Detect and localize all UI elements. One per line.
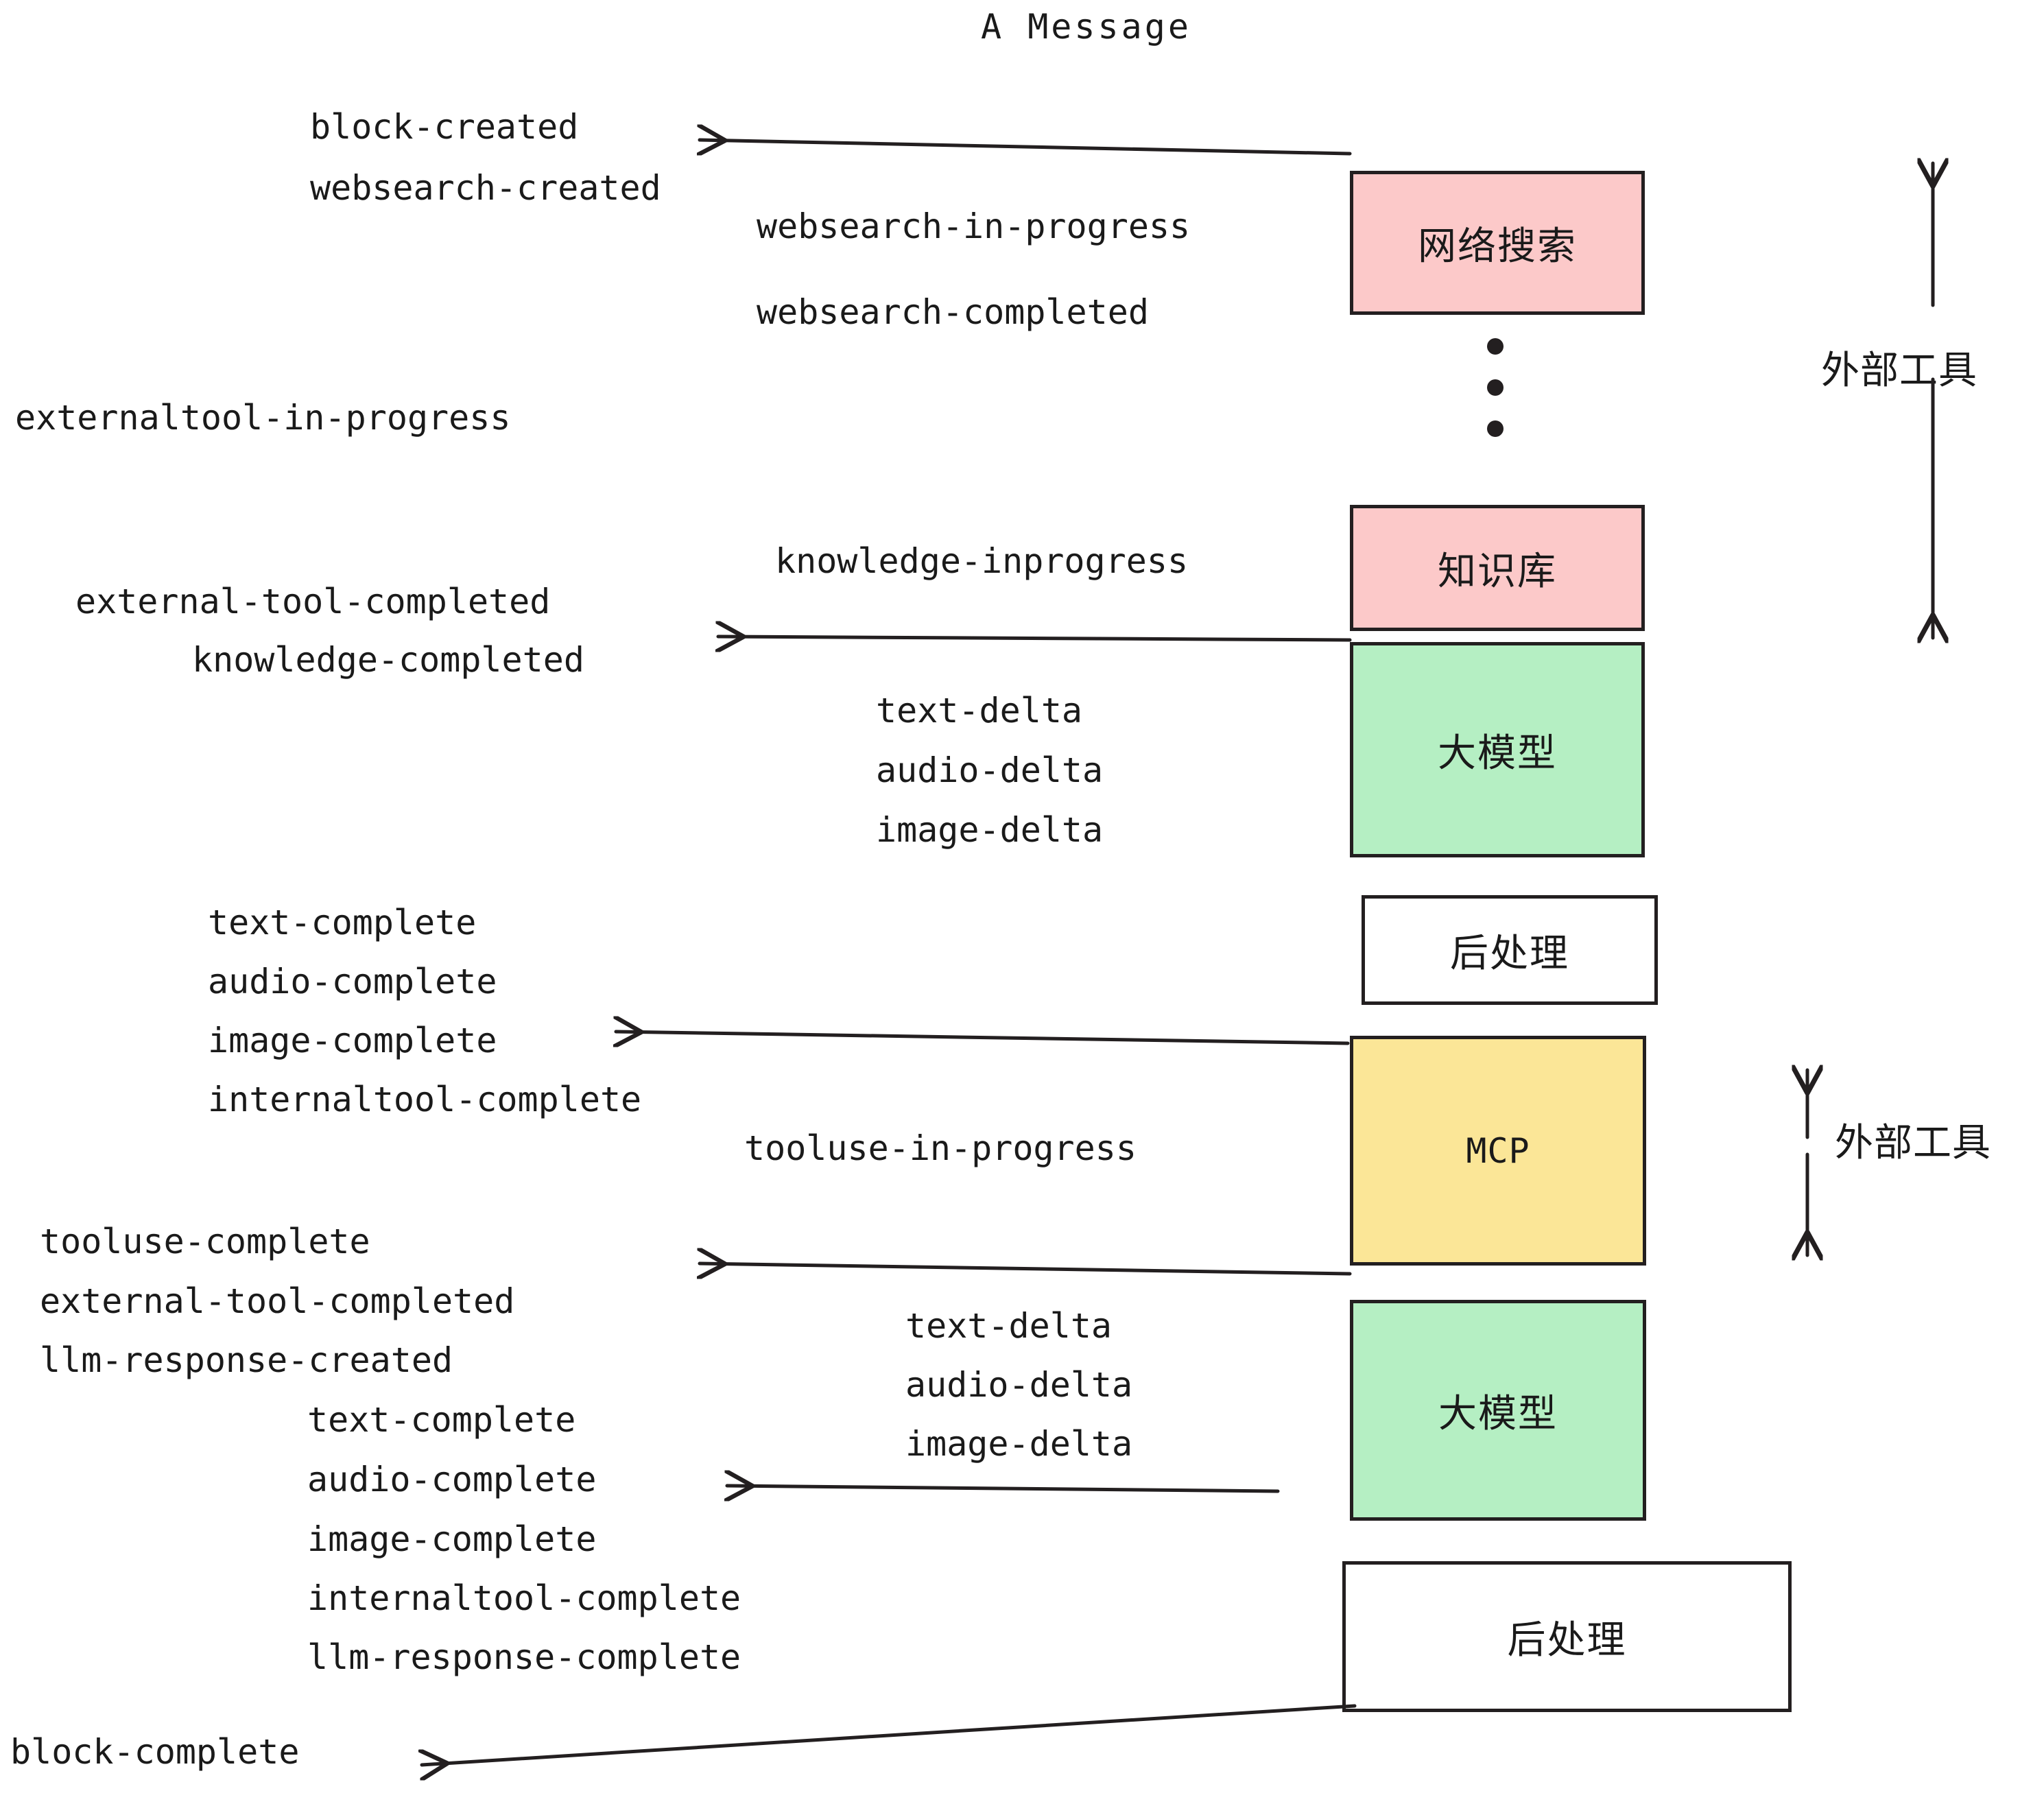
event-label: knowledge-completed (192, 640, 584, 680)
event-label: llm-response-complete (307, 1637, 741, 1677)
event-label: image-delta (905, 1424, 1133, 1464)
node-llm-top[interactable]: 大模型 (1350, 642, 1645, 857)
event-label: llm-response-created (40, 1340, 453, 1380)
event-label: websearch-in-progress (757, 206, 1191, 246)
event-label: audio-delta (905, 1365, 1133, 1405)
event-label: audio-complete (307, 1460, 597, 1499)
event-label: audio-complete (208, 962, 497, 1001)
ellipsis-dot (1487, 338, 1504, 355)
arrow-mcp-to-events (700, 1263, 1352, 1274)
arrow-websearch-to-events (700, 140, 1352, 154)
event-label: websearch-completed (757, 292, 1149, 332)
event-label: block-created (310, 107, 579, 147)
node-post-top[interactable]: 后处理 (1362, 895, 1658, 1005)
node-label: 知识库 (1438, 549, 1557, 594)
node-label: 后处理 (1507, 1617, 1627, 1663)
event-label: block-complete (10, 1732, 300, 1772)
event-label: image-delta (876, 810, 1104, 850)
event-label: internaltool-complete (208, 1080, 642, 1119)
node-label: 后处理 (1450, 931, 1569, 976)
node-websearch[interactable]: 网络搜索 (1350, 171, 1645, 315)
arrow-post-to-events (616, 1032, 1350, 1043)
event-label: text-complete (208, 903, 477, 942)
ellipsis-dot (1487, 420, 1504, 437)
side-label-external-tool-top: 外部工具 (1821, 348, 1977, 393)
event-label: externaltool-in-progress (15, 398, 511, 438)
ellipsis-dot (1487, 379, 1504, 396)
event-label: tooluse-in-progress (744, 1128, 1137, 1168)
event-label: external-tool-completed (40, 1281, 515, 1321)
event-label: image-complete (307, 1519, 597, 1559)
vertical-ellipsis-icon (1487, 338, 1504, 437)
event-label: internaltool-complete (307, 1578, 741, 1618)
node-mcp[interactable]: MCP (1350, 1036, 1646, 1266)
flow-arrows (422, 140, 1357, 1765)
node-label: 大模型 (1438, 731, 1557, 776)
arrow-knowledge-to-events (718, 637, 1352, 640)
node-label: 大模型 (1438, 1391, 1558, 1436)
node-label: 网络搜索 (1418, 224, 1577, 269)
event-label: knowledge-inprogress (775, 541, 1189, 581)
side-label-external-tool-bottom: 外部工具 (1835, 1121, 1991, 1165)
event-label: text-delta (905, 1306, 1113, 1346)
event-label: image-complete (208, 1021, 497, 1060)
event-label: tooluse-complete (40, 1222, 370, 1261)
node-knowledge[interactable]: 知识库 (1350, 505, 1645, 631)
arrow-postbottom-to-block (422, 1704, 1357, 1765)
event-label: text-complete (307, 1400, 576, 1440)
event-label: websearch-created (310, 168, 661, 208)
side-arrows (1807, 163, 1933, 1255)
event-label: audio-delta (876, 750, 1104, 790)
page-title: A Message (981, 7, 1191, 47)
node-llm-bottom[interactable]: 大模型 (1350, 1300, 1646, 1521)
node-post-bottom[interactable]: 后处理 (1342, 1561, 1792, 1712)
node-label: MCP (1466, 1130, 1530, 1171)
arrow-llm-to-events (727, 1486, 1280, 1491)
event-label: text-delta (876, 691, 1083, 731)
event-label: external-tool-completed (75, 582, 551, 621)
